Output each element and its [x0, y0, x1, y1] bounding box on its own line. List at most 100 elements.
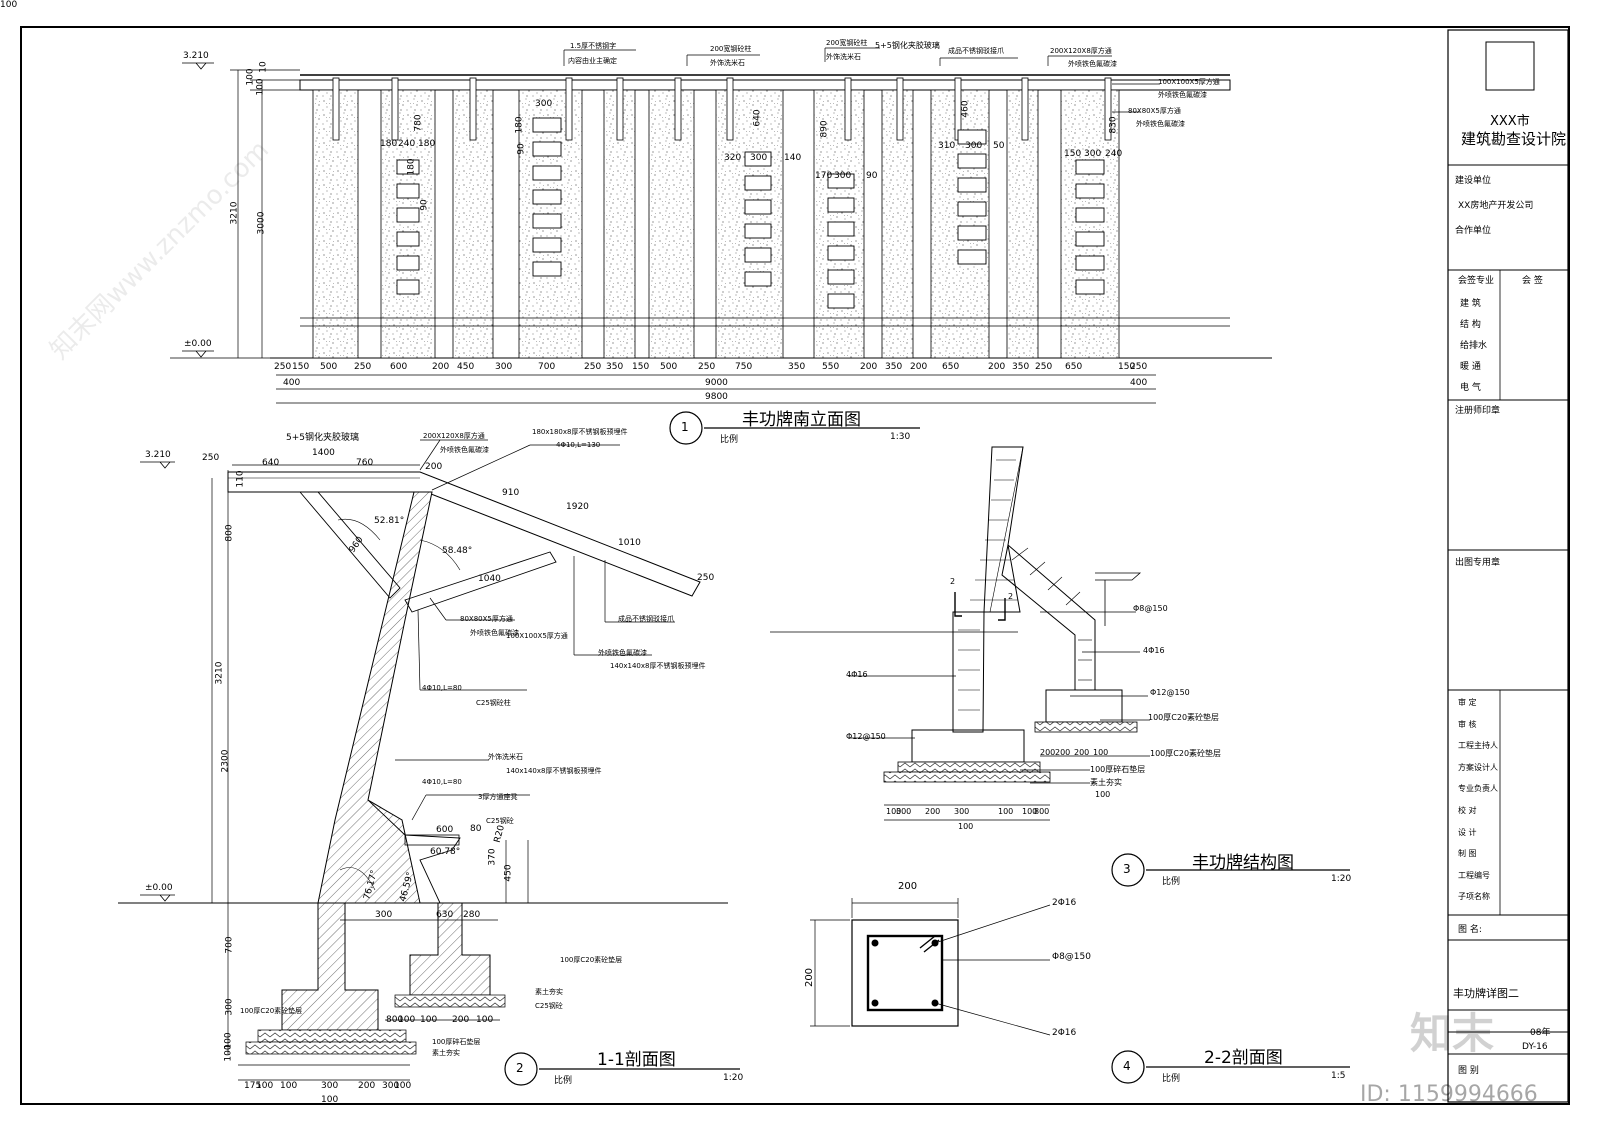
role-label: 子项名称	[1458, 892, 1490, 902]
section-callout: 外喷铁色氟碳漆	[598, 649, 647, 657]
role-label: 审 核	[1458, 719, 1477, 729]
section-callout: 100厚碎石垫层	[432, 1038, 481, 1046]
dim-label: 300	[535, 99, 553, 109]
dim-label: 240	[1105, 149, 1123, 159]
dim-label: 300	[954, 807, 970, 816]
base-bands	[300, 317, 1230, 327]
section-callout: 140x140x8厚不锈钢板预埋件	[506, 767, 602, 775]
section-callout: 素土夯实	[535, 988, 563, 996]
dim-label: 100	[886, 807, 902, 816]
section22-drawing	[810, 898, 1051, 1036]
caption-markers	[504, 411, 1350, 1086]
elev-callout: 200X120X8厚方通	[1050, 47, 1112, 55]
sign-header-2: 会 签	[1522, 276, 1543, 286]
drawing-number: DY-16	[1522, 1042, 1548, 1052]
dim-label: 200	[452, 1015, 470, 1025]
date-fragment: 08年	[1530, 1028, 1551, 1038]
stamp-label: 注册师印章	[1455, 406, 1501, 416]
dim-label: 200	[925, 807, 941, 816]
dim-label: 200	[432, 362, 450, 372]
role-label: 校 对	[1458, 806, 1477, 815]
dim-label: 100厚C20素砼垫层	[1148, 713, 1220, 722]
caption-number: 2	[516, 1061, 524, 1075]
caption-title: 1-1剖面图	[597, 1050, 676, 1070]
dim-label: 310	[938, 141, 956, 151]
watermark-logo: 知末	[1410, 1009, 1495, 1058]
dim-label: 2Φ16	[1052, 1028, 1077, 1038]
dim-label: 350	[606, 362, 624, 372]
dim-label: 200	[988, 362, 1006, 372]
dim-label: 2Φ16	[1052, 898, 1077, 908]
dim-label: 2	[950, 577, 956, 586]
section-callout: 200X120X8厚方通	[423, 432, 485, 440]
dim-label: 800	[224, 524, 235, 542]
dim-label: 300	[1084, 149, 1102, 159]
dim-label: 800	[386, 1015, 404, 1025]
dim-label: 350	[788, 362, 806, 372]
section-level-ground: ±0.00	[145, 883, 173, 893]
elev-callout: 内容由业主确定	[568, 57, 617, 65]
dim-label: 700	[224, 936, 235, 954]
caption-scale-label: 比例	[554, 1076, 573, 1086]
dim-label: 80	[470, 824, 482, 834]
dim-label: 300	[375, 910, 393, 920]
dim-label: 300	[382, 1081, 400, 1091]
watermark-id: ID: 1159994666	[1360, 1082, 1538, 1107]
caption-title: 丰功牌南立面图	[742, 410, 861, 430]
dim-label: 素土夯实	[1090, 778, 1122, 787]
dim-label: 350	[1012, 362, 1030, 372]
panel	[648, 89, 695, 359]
section-callout: 外喷铁色氟碳漆	[470, 629, 519, 637]
dim-label: 150	[1118, 362, 1136, 372]
dim-label: 180	[418, 139, 436, 149]
dim-label: 250	[698, 362, 716, 372]
elev-callout: 外饰洗米石	[826, 53, 861, 61]
section-callout: 100厚C20素砼垫层	[240, 1007, 303, 1015]
letter-boxes	[396, 117, 1105, 309]
elev-callout: 外喷铁色氟碳漆	[1158, 91, 1207, 99]
dim-label: 58.48°	[442, 546, 473, 556]
dim-label: 250	[1130, 362, 1148, 372]
dim-label: 200	[860, 362, 878, 372]
section-callout: 180x180x8厚不锈钢板预埋件	[532, 428, 628, 436]
level-markers	[182, 62, 214, 358]
dim-label: 3210	[214, 661, 225, 685]
elev-callout: 200宽钢砼柱	[710, 45, 752, 53]
dim-label: 2300	[220, 749, 231, 773]
dim-label: 300	[750, 153, 768, 163]
institute-line-2: 建筑勘查设计院	[1461, 130, 1567, 148]
section-callout: 4Φ10,L=80	[422, 778, 462, 786]
dim-label: 350	[885, 362, 903, 372]
dim-label: 110	[235, 470, 246, 488]
dim-label: 630	[436, 910, 454, 920]
role-label: 工程编号	[1458, 870, 1490, 880]
sheet-border	[20, 26, 1570, 1105]
caption-scale: 1:5	[1331, 1071, 1346, 1081]
panel	[380, 89, 436, 359]
dim-label: Φ8@150	[1133, 604, 1168, 613]
dim-label: 250	[697, 573, 715, 583]
dim-label: 90	[516, 143, 527, 155]
caption-title: 2-2剖面图	[1204, 1048, 1283, 1068]
dim-label: 300	[224, 998, 235, 1016]
logo-box	[1485, 41, 1535, 91]
discipline-label: 结 构	[1460, 320, 1481, 330]
elev-callout: 5+5钢化夹胶玻璃	[875, 41, 940, 50]
dim-label: 150	[632, 362, 650, 372]
discipline-label: 暖 通	[1460, 362, 1481, 372]
caption-scale: 1:30	[890, 432, 911, 442]
section-callout: C25钢砼柱	[476, 699, 511, 707]
dim-label: 250	[274, 362, 292, 372]
section-callout: 素土夯实	[432, 1049, 460, 1057]
section-callout: 100X100X5厚方通	[506, 632, 568, 640]
elev-callout: 外饰洗米石	[710, 59, 745, 67]
client-name: XX房地产开发公司	[1458, 201, 1534, 211]
dim-label: 200	[1074, 748, 1090, 757]
elev-callout: 外喷铁色氟碳漆	[1136, 120, 1185, 128]
dim-label: 180	[514, 116, 525, 134]
dim-label: 500	[660, 362, 678, 372]
caption-scale: 1:20	[1331, 874, 1352, 884]
sheet-label: 图 别	[1458, 1066, 1479, 1076]
drawing-name-label: 图 名:	[1458, 925, 1482, 935]
dim-label: 800	[1034, 807, 1050, 816]
